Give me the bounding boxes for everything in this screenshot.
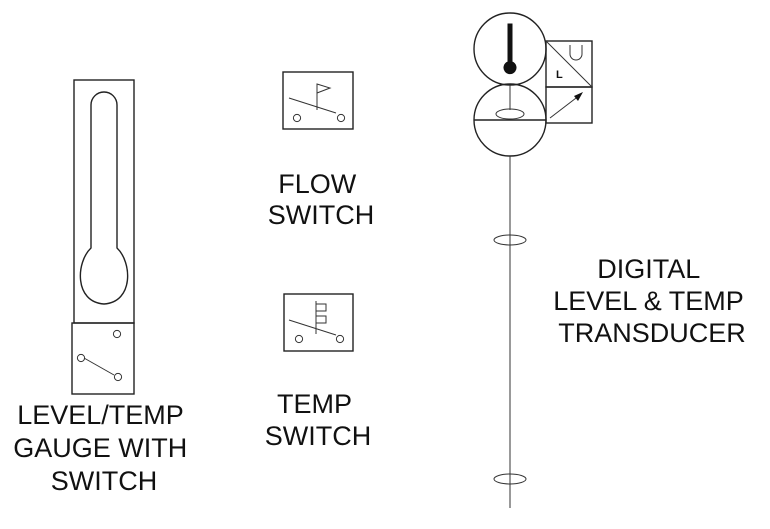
switch-contact-top	[112, 329, 122, 339]
switch-contact-left	[76, 353, 86, 363]
temp-switch-box	[283, 293, 354, 352]
output-arrow-head-icon	[574, 92, 583, 101]
output-box	[545, 86, 593, 124]
switch-contact-right	[113, 372, 123, 382]
flow-switch-label: FLOW SWITCH	[268, 169, 374, 230]
probe-float-upper	[493, 234, 527, 246]
temp-contact-right	[335, 334, 345, 344]
readout-divider	[545, 40, 593, 88]
flow-switch-box	[282, 71, 354, 130]
level-cup-icon	[569, 45, 583, 61]
flow-switch-arm	[288, 97, 337, 114]
flow-flag-icon	[316, 83, 332, 94]
gauge-switch-box	[71, 322, 135, 395]
gauge-label: LEVEL/TEMP GAUGE WITH SWITCH	[13, 400, 195, 496]
temp-switch-symbol	[283, 293, 354, 352]
probe-float-lower	[493, 473, 527, 485]
temp-switch-arm	[288, 319, 337, 336]
transducer-label: DIGITAL LEVEL & TEMP TRANSDUCER	[553, 254, 751, 348]
gauge-body	[73, 79, 135, 324]
flow-contact-right	[336, 113, 346, 123]
level-float-icon	[495, 108, 525, 120]
temp-contact-left	[294, 334, 304, 344]
level-box-letter: L	[556, 69, 563, 81]
temp-switch-label: TEMP SWITCH	[265, 389, 371, 451]
digital-transducer-symbol: L	[473, 12, 593, 508]
flow-contact-left	[292, 113, 302, 123]
level-temp-gauge-symbol	[71, 79, 135, 395]
switch-arm	[83, 357, 115, 376]
thermometer-icon	[503, 23, 517, 75]
output-arrow	[549, 94, 581, 119]
gauge-sight-glass	[79, 91, 129, 305]
flow-switch-symbol	[282, 71, 354, 130]
